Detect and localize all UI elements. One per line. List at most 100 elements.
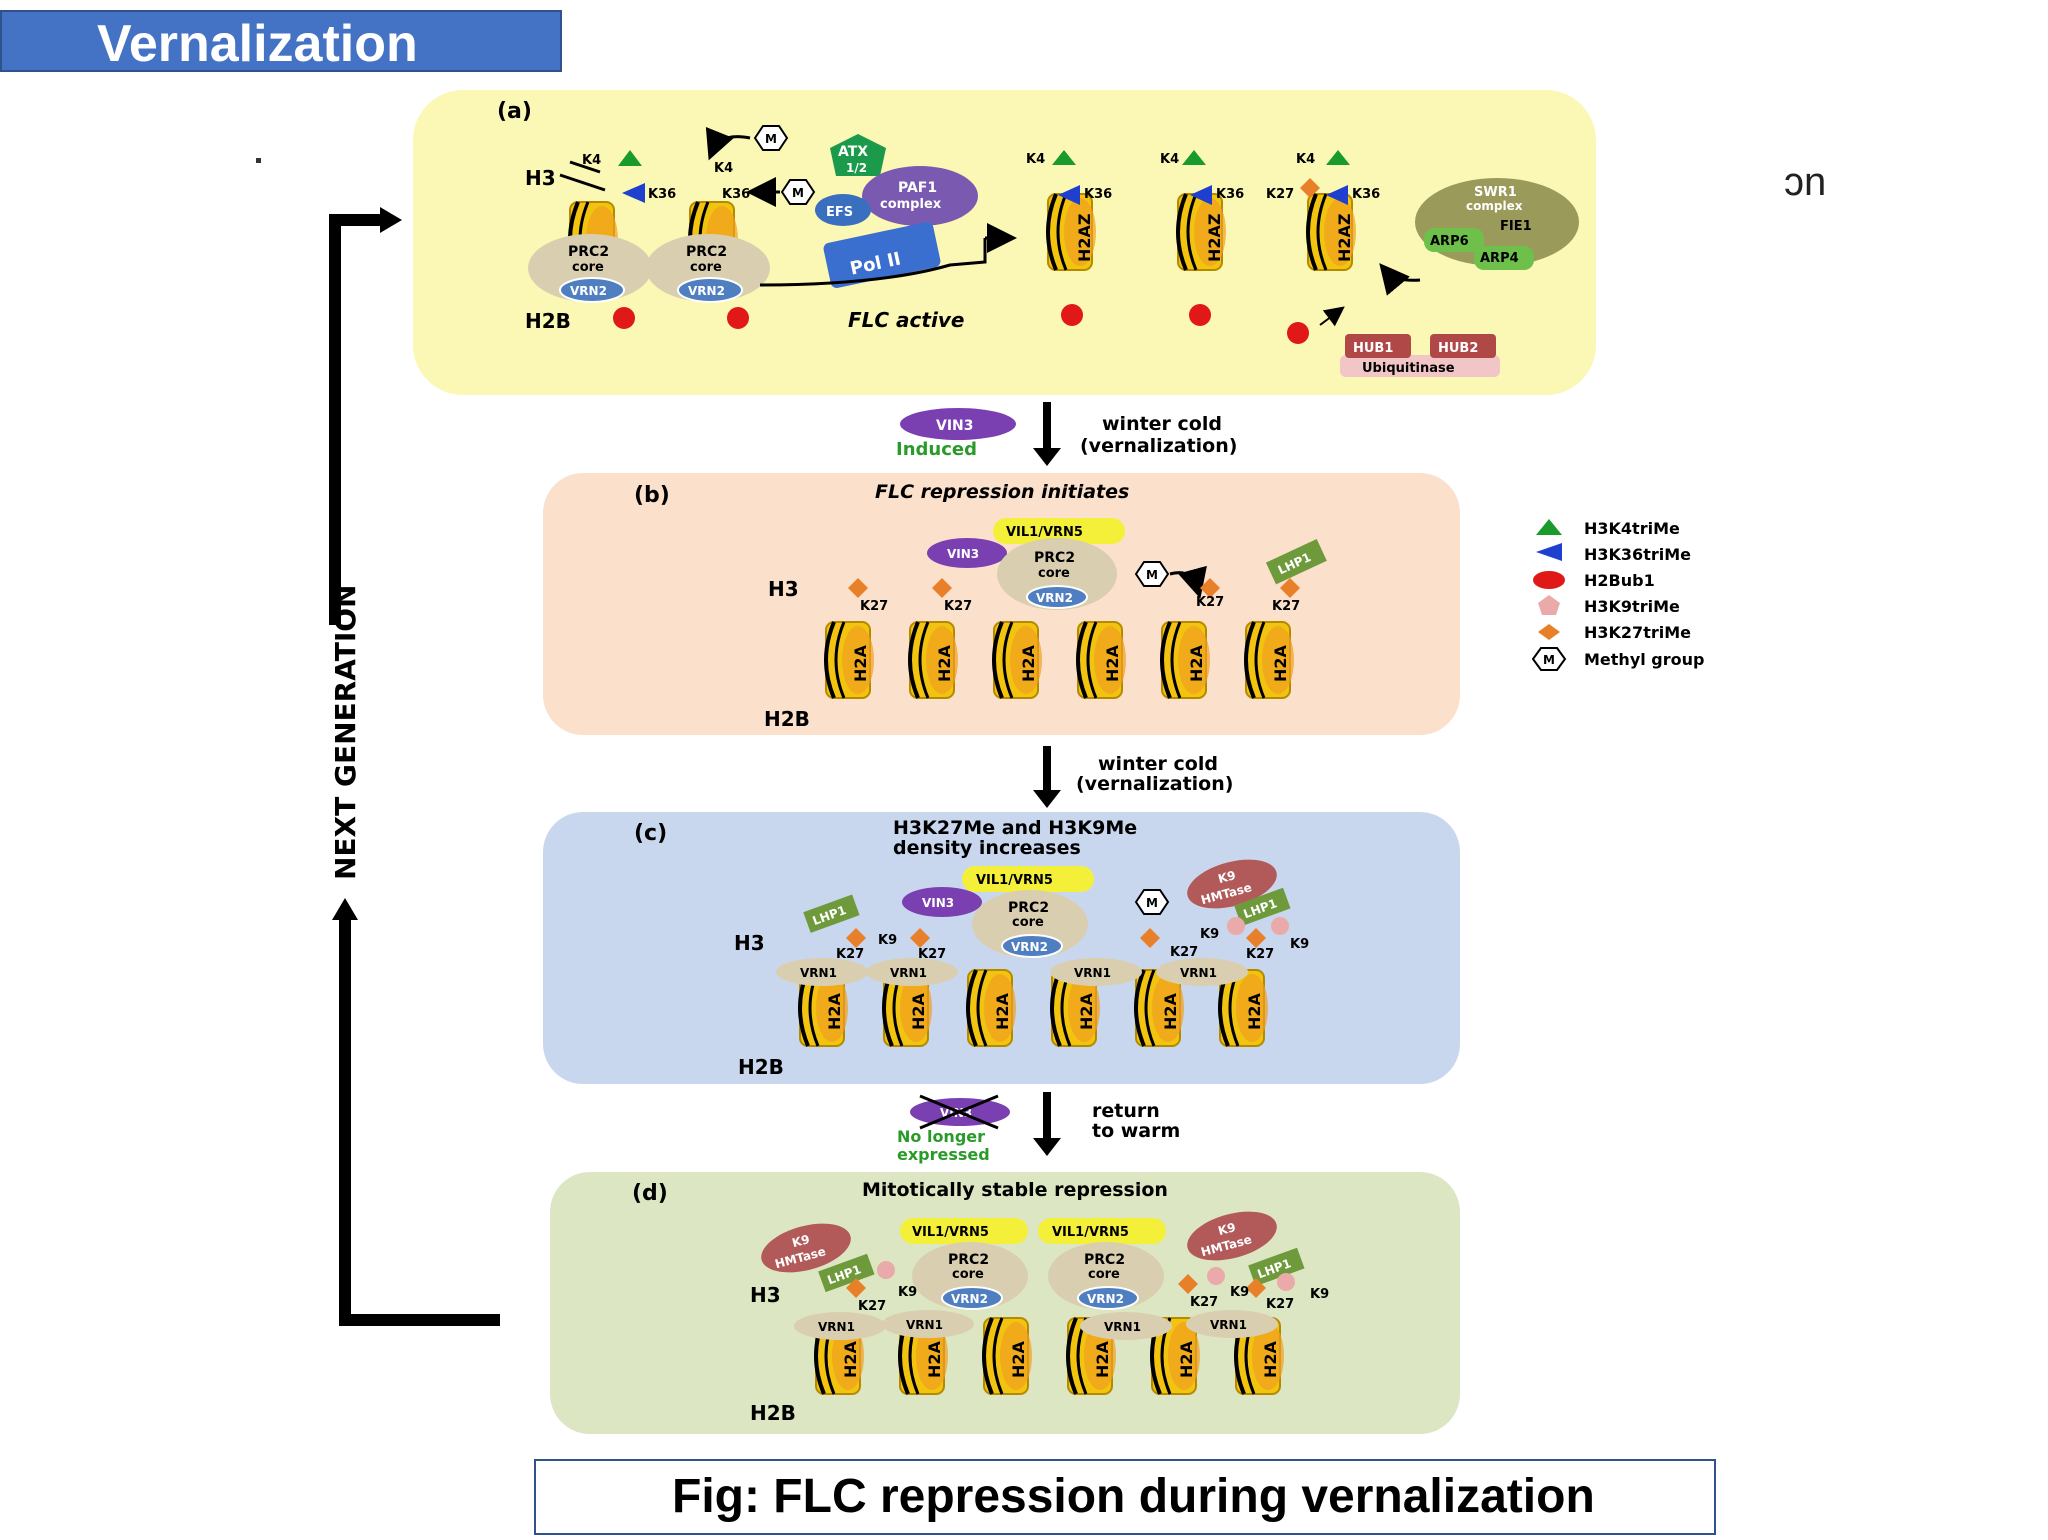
c-k9-1: K9 bbox=[878, 933, 897, 948]
b-nucleosome-row: H2A H2A H2A H2A H2A H2A bbox=[824, 620, 1296, 700]
b-h2a-6: H2A bbox=[1271, 644, 1290, 682]
b-h2a-5: H2A bbox=[1187, 644, 1206, 682]
legend-h3k36-icon bbox=[1536, 543, 1562, 561]
c-k9-2: K9 bbox=[1200, 927, 1219, 942]
d-h2a-1: H2A bbox=[841, 1340, 860, 1378]
panel-d-title: Mitotically stable repression bbox=[862, 1179, 1168, 1201]
a-prc2-2: PRC2 core VRN2 bbox=[646, 234, 770, 303]
a-k36-5: K36 bbox=[1352, 187, 1380, 202]
d-k9hmt-2a: K9 bbox=[1217, 1220, 1238, 1238]
c-vrn1-row: VRN1 VRN1 VRN1 VRN1 bbox=[776, 958, 1248, 986]
c-k9hmt-1: K9 bbox=[1217, 868, 1238, 886]
c-k27-1: K27 bbox=[836, 947, 864, 962]
d-prc2-1-core: core bbox=[952, 1267, 984, 1282]
paf1-complex-label: complex bbox=[880, 197, 942, 212]
b-vin3-label: VIN3 bbox=[947, 547, 979, 561]
c-h2a-2: H2A bbox=[909, 992, 928, 1030]
c-k9-3: K9 bbox=[1290, 937, 1309, 952]
a-k36-3: K36 bbox=[1084, 187, 1112, 202]
arrow3-line1: return bbox=[1092, 1100, 1160, 1122]
d-vrn1-3: VRN1 bbox=[1104, 1320, 1141, 1334]
a-k4-3: K4 bbox=[1026, 152, 1045, 167]
slide-title-bar: Vernalization bbox=[0, 10, 562, 73]
arrow1-line2: (vernalization) bbox=[1080, 435, 1237, 457]
legend-h3k9-icon bbox=[1538, 595, 1560, 615]
c-h2b-label: H2B bbox=[738, 1055, 784, 1079]
legend-label-3: H3K9triMe bbox=[1584, 597, 1680, 616]
c-h2a-5: H2A bbox=[1161, 992, 1180, 1030]
slide-title: Vernalization bbox=[97, 15, 418, 73]
a-prc2-1-label: PRC2 bbox=[568, 244, 609, 260]
b-prc2-label: PRC2 bbox=[1034, 550, 1075, 566]
d-h2b-label: H2B bbox=[750, 1401, 796, 1425]
b-h3-label: H3 bbox=[768, 577, 799, 601]
d-vrn1-1: VRN1 bbox=[818, 1320, 855, 1334]
c-h3-label: H3 bbox=[734, 931, 765, 955]
transition-3: VIN3 No longer expressed return to warm bbox=[897, 1092, 1180, 1164]
c-nucleosome-row: H2A H2A H2A H2A H2A H2A bbox=[798, 968, 1270, 1048]
flc-active-label: FLC active bbox=[848, 308, 964, 332]
expressed-label: expressed bbox=[897, 1145, 990, 1164]
a-h2az-nucleosome-2: H2AZ bbox=[1176, 192, 1228, 272]
figure-caption-box: Fig: FLC repression during vernalization bbox=[534, 1459, 1716, 1535]
a-h2az-nucleosome-3: H2AZ bbox=[1306, 192, 1358, 272]
d-k9-3: K9 bbox=[1310, 1287, 1329, 1302]
atx-complex: ATX 1/2 bbox=[830, 134, 886, 176]
a-h2bub1-1 bbox=[613, 307, 635, 329]
c-prc2-core: core bbox=[1012, 915, 1044, 930]
c-h2a-1: H2A bbox=[825, 992, 844, 1030]
b-vil1-label: VIL1/VRN5 bbox=[1006, 525, 1083, 540]
panel-d-letter: (d) bbox=[632, 1181, 668, 1206]
efs-label: EFS bbox=[826, 205, 853, 220]
swr1-label: SWR1 bbox=[1474, 185, 1517, 200]
paf1-label: PAF1 bbox=[898, 180, 937, 196]
b-prc2-core: core bbox=[1038, 566, 1070, 581]
swr1-complex: SWR1 complex FIE1 ARP6 ARP4 bbox=[1415, 178, 1579, 270]
no-longer-label: No longer bbox=[897, 1127, 985, 1146]
a-methyl-2: M bbox=[780, 179, 816, 205]
a-h2az-2: H2AZ bbox=[1205, 213, 1224, 262]
d-h2a-3: H2A bbox=[1009, 1340, 1028, 1378]
d-vrn1-2: VRN1 bbox=[906, 1318, 943, 1332]
b-k27-4: K27 bbox=[1272, 599, 1300, 614]
legend-label-1: H3K36triMe bbox=[1584, 545, 1691, 564]
arrow2-line2: (vernalization) bbox=[1076, 773, 1233, 795]
paf1-complex: PAF1 complex bbox=[862, 166, 978, 226]
c-lhp1-2: LHP1 bbox=[1234, 887, 1291, 927]
hub2-label: HUB2 bbox=[1438, 341, 1478, 356]
panel-b-letter: (b) bbox=[634, 483, 670, 508]
b-h2b-label: H2B bbox=[764, 707, 810, 731]
panel-a: (a) H3 H2B PRC2 core VRN2 PRC2 core VRN2… bbox=[413, 90, 1596, 395]
efs: EFS bbox=[815, 194, 871, 226]
a-h2bub1-2 bbox=[727, 307, 749, 329]
atx-sub-label: 1/2 bbox=[846, 161, 867, 175]
b-k27-3: K27 bbox=[1196, 595, 1224, 610]
d-vil1-label-1: VIL1/VRN5 bbox=[912, 1225, 989, 1240]
panel-c-title1: H3K27Me and H3K9Me bbox=[893, 817, 1137, 839]
vin3-induced-badge: VIN3 bbox=[936, 418, 974, 434]
legend: H3K4triMe H3K36triMe H2Bub1 H3K9triMe H3… bbox=[1531, 519, 1704, 671]
c-vin3-label: VIN3 bbox=[922, 896, 954, 910]
a-h2az-1: H2AZ bbox=[1075, 213, 1094, 262]
d-h2a-4: H2A bbox=[1093, 1340, 1112, 1378]
a-k4-4: K4 bbox=[1160, 152, 1179, 167]
d-vil1-label-2: VIL1/VRN5 bbox=[1052, 1225, 1129, 1240]
panel-d: (d) Mitotically stable repression VIL1/V… bbox=[550, 1172, 1460, 1434]
a-vrn2-2: VRN2 bbox=[688, 284, 725, 298]
b-h2a-1: H2A bbox=[851, 644, 870, 682]
d-prc2-2-core: core bbox=[1088, 1267, 1120, 1282]
a-h2az-3: H2AZ bbox=[1335, 213, 1354, 262]
b-h2a-2: H2A bbox=[935, 644, 954, 682]
a-prc2-1: PRC2 core VRN2 bbox=[528, 234, 652, 303]
b-h2a-3: H2A bbox=[1019, 644, 1038, 682]
c-k9-hmtase: K9 HMTase bbox=[1187, 859, 1277, 909]
stray-mark bbox=[256, 158, 261, 163]
legend-label-2: H2Bub1 bbox=[1584, 571, 1655, 590]
d-k27-1: K27 bbox=[858, 1299, 886, 1314]
figure-caption: Fig: FLC repression during vernalization bbox=[672, 1470, 1595, 1523]
c-h2a-3: H2A bbox=[993, 992, 1012, 1030]
legend-label-5: Methyl group bbox=[1584, 650, 1704, 669]
c-prc2-label: PRC2 bbox=[1008, 900, 1049, 916]
legend-methyl-icon bbox=[1531, 647, 1567, 671]
a-k36-4: K36 bbox=[1216, 187, 1244, 202]
